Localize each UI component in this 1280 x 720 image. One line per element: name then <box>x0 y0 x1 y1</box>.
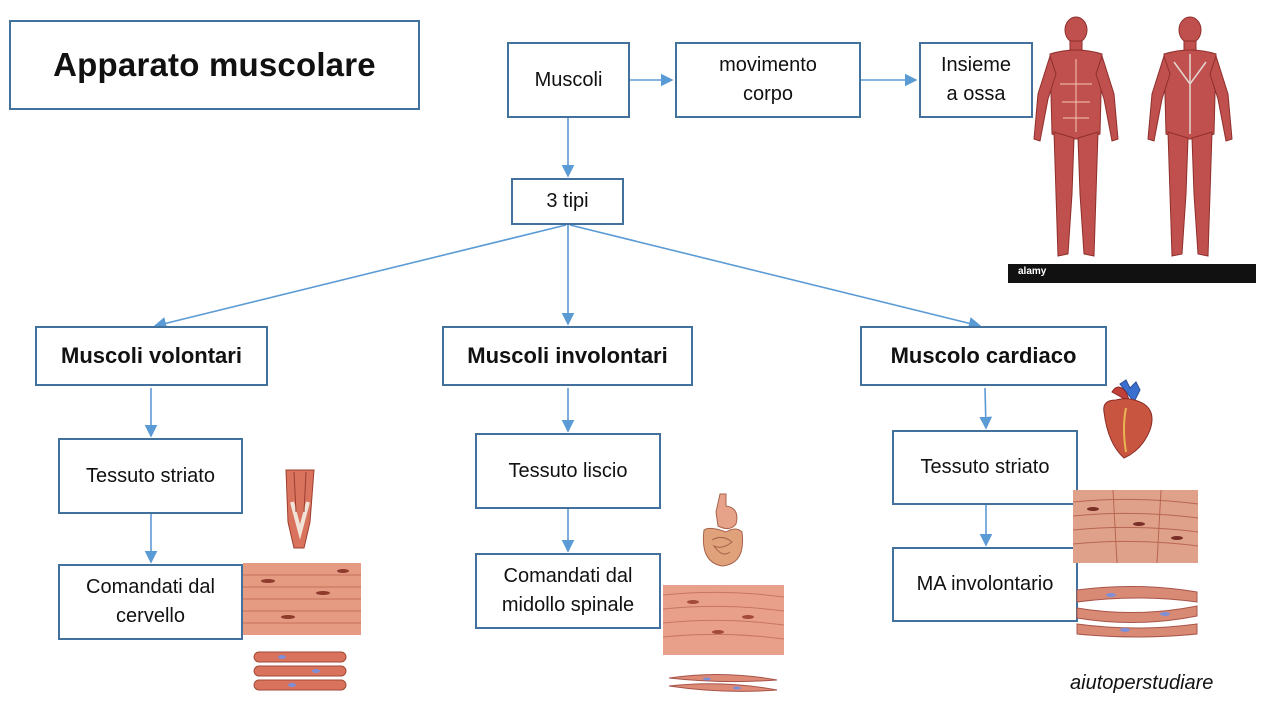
human-muscle-back-image <box>1147 16 1233 257</box>
watermark: aiutoperstudiare <box>1070 672 1214 694</box>
node-movimento-corpo: movimento corpo <box>675 42 861 118</box>
node-muscoli-involontari: Muscoli involontari <box>442 326 693 386</box>
arrow-tipi-cardiaco <box>569 224 982 330</box>
node-tessuto-liscio: Tessuto liscio <box>475 433 661 509</box>
striated-tissue-image <box>243 563 361 635</box>
cardiac-fibers-image <box>1076 585 1198 638</box>
image-credit: alamy <box>1018 266 1047 277</box>
node-insieme-ossa: Insieme a ossa <box>919 42 1033 118</box>
image-credit-bar: alamy <box>1008 264 1256 283</box>
digestive-organs-image <box>702 493 744 567</box>
heart-image <box>1103 379 1153 459</box>
arrow-tipi-volontari <box>153 224 567 330</box>
cardiac-tissue-image <box>1073 490 1198 563</box>
muscle-fibers-image <box>253 651 347 691</box>
node-tessuto-striato-volontari: Tessuto striato <box>58 438 243 514</box>
page-title: Apparato muscolare <box>9 20 420 110</box>
smooth-fibers-image <box>668 673 778 692</box>
node-comandati-midollo: Comandati dal midollo spinale <box>475 553 661 629</box>
node-comandati-cervello: Comandati dal cervello <box>58 564 243 640</box>
node-muscoli-volontari: Muscoli volontari <box>35 326 268 386</box>
node-muscolo-cardiaco: Muscolo cardiaco <box>860 326 1107 386</box>
arm-muscle-image <box>285 469 315 549</box>
node-muscoli: Muscoli <box>507 42 630 118</box>
arrow-cardiaco-striato <box>979 387 993 430</box>
node-ma-involontario: MA involontario <box>892 547 1078 622</box>
smooth-tissue-image <box>663 585 784 655</box>
node-3-tipi: 3 tipi <box>511 178 624 225</box>
human-muscle-front-image <box>1033 16 1119 257</box>
node-tessuto-striato-cardiaco: Tessuto striato <box>892 430 1078 505</box>
